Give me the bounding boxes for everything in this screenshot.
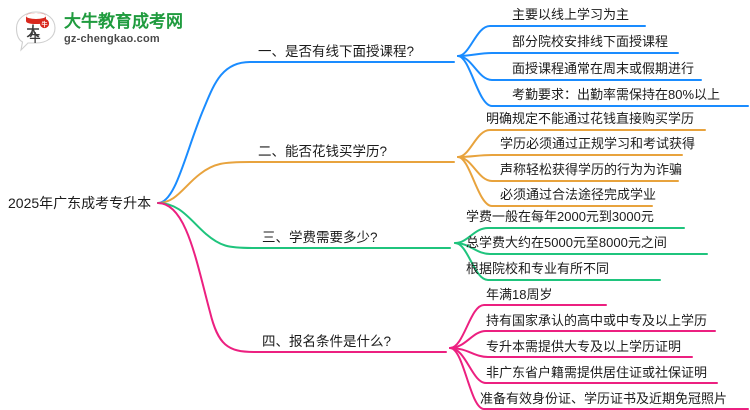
branch-3-wires	[157, 202, 708, 281]
leaf-node-2-4[interactable]: 必须通过合法途径完成学业	[500, 187, 657, 202]
leaf-node-3-1[interactable]: 学费一般在每年2000元到3000元	[466, 209, 654, 224]
branch-2-wires	[157, 129, 706, 207]
leaf-node-4-3[interactable]: 专升本需提供大专及以上学历证明	[486, 339, 682, 354]
leaf-node-4-2[interactable]: 持有国家承认的高中或中专及以上学历	[486, 313, 708, 328]
leaf-node-2-1[interactable]: 明确规定不能通过花钱直接购买学历	[486, 111, 695, 126]
branch-node-4[interactable]: 四、报名条件是什么?	[262, 334, 392, 349]
branch-node-2[interactable]: 二、能否花钱买学历?	[258, 144, 388, 159]
leaf-node-4-5[interactable]: 准备有效身份证、学历证书及近期免冠照片	[480, 391, 728, 406]
branch-node-1[interactable]: 一、是否有线下面授课程?	[258, 44, 415, 59]
svg-text:牛: 牛	[30, 31, 41, 45]
leaf-node-3-3[interactable]: 根据院校和专业有所不同	[466, 261, 610, 276]
leaf-node-4-1[interactable]: 年满18周岁	[486, 287, 553, 302]
mindmap-root-node[interactable]: 2025年广东成考专升本	[8, 195, 152, 211]
leaf-node-3-2[interactable]: 总学费大约在5000元至8000元之间	[466, 235, 667, 250]
leaf-node-2-2[interactable]: 学历必须通过正规学习和考试获得	[500, 136, 696, 151]
branch-node-3[interactable]: 三、学费需要多少?	[262, 230, 378, 245]
logo-domain: gz-chengkao.com	[64, 33, 160, 45]
branch-1-wires	[157, 25, 749, 204]
svg-text:牛: 牛	[41, 21, 47, 29]
daniu-speech-bubble-logo-icon: 牛 大 牛	[15, 11, 56, 52]
leaf-node-1-2[interactable]: 部分院校安排线下面授课程	[512, 34, 669, 49]
leaf-node-1-1[interactable]: 主要以线上学习为主	[512, 7, 630, 22]
site-logo: 牛 大 牛 大牛教育成考网 gz-chengkao.com	[14, 8, 194, 54]
leaf-node-4-4[interactable]: 非广东省户籍需提供居住证或社保证明	[486, 365, 708, 380]
leaf-node-1-3[interactable]: 面授课程通常在周末或假期进行	[512, 61, 695, 76]
logo-brand-name: 大牛教育成考网	[64, 12, 183, 31]
svg-text:大: 大	[26, 24, 39, 39]
leaf-node-2-3[interactable]: 声称轻松获得学历的行为为诈骗	[500, 162, 683, 177]
leaf-node-1-4[interactable]: 考勤要求：出勤率需保持在80%以上	[512, 87, 721, 102]
branch-4-wires	[157, 202, 749, 410]
